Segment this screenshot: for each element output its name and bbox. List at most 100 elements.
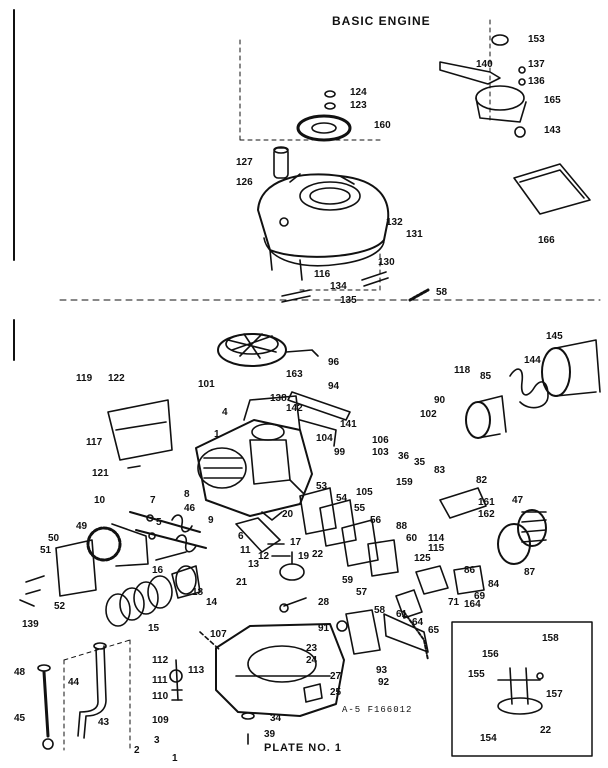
part-number-label: 9: [208, 515, 214, 526]
part-number-label: 47: [512, 495, 524, 506]
part-number-label: 48: [14, 667, 26, 678]
part-number-label: 141: [340, 419, 357, 430]
part-number-label: 3: [154, 735, 160, 746]
part-number-label: 65: [428, 625, 440, 636]
part-number-label: 154: [480, 733, 497, 744]
part-number-label: 125: [414, 553, 431, 564]
part-number-label: 106: [372, 435, 389, 446]
part-number-label: 60: [406, 533, 418, 544]
part-number-label: 124: [350, 87, 367, 98]
part-number-label: 155: [468, 669, 485, 680]
part-number-label: 135: [340, 295, 357, 306]
part-number-label: 43: [98, 717, 110, 728]
part-number-label: 39: [264, 729, 276, 740]
part-number-label: 104: [316, 433, 333, 444]
part-number-label: 4: [222, 407, 228, 418]
part-number-label: 93: [376, 665, 388, 676]
part-number-label: 115: [428, 543, 445, 554]
part-number-label: 110: [152, 691, 169, 702]
part-number-label: 22: [312, 549, 324, 560]
part-number-label: 8: [184, 489, 190, 500]
part-number-label: 36: [398, 451, 410, 462]
part-number-label: 88: [396, 521, 408, 532]
part-number-label: 87: [524, 567, 536, 578]
part-number-label: 52: [54, 601, 66, 612]
part-number-label: 118: [454, 365, 471, 376]
part-number-label: 57: [356, 587, 368, 598]
part-number-label: 22: [540, 725, 552, 736]
part-number-label: 64: [412, 617, 424, 628]
part-number-label: 130: [378, 257, 395, 268]
part-number-label: 20: [282, 509, 294, 520]
part-number-label: 162: [478, 509, 495, 520]
part-number-label: 86: [464, 565, 476, 576]
part-number-label: 50: [48, 533, 60, 544]
plate-label: PLATE NO. 1: [264, 742, 343, 754]
part-number-label: 51: [40, 545, 52, 556]
part-number-label: 156: [482, 649, 499, 660]
part-number-label: 83: [434, 465, 446, 476]
part-number-label: 143: [544, 125, 561, 136]
part-number-label: 12: [258, 551, 270, 562]
part-number-label: 25: [330, 687, 342, 698]
part-number-label: 90: [434, 395, 446, 406]
drawing-code: A-5 F166012: [342, 705, 413, 715]
part-number-label: 5: [156, 517, 162, 528]
part-number-label: 164: [464, 599, 481, 610]
part-number-label: 121: [92, 468, 109, 479]
part-number-label: 53: [316, 481, 328, 492]
part-number-label: 122: [108, 373, 125, 384]
part-number-label: 17: [290, 537, 302, 548]
part-number-label: 44: [68, 677, 80, 688]
part-number-label: 131: [406, 229, 423, 240]
part-number-label: 24: [306, 655, 318, 666]
part-number-label: 7: [150, 495, 156, 506]
part-number-label: 165: [544, 95, 561, 106]
part-number-label: 27: [330, 671, 342, 682]
part-number-label: 117: [86, 437, 103, 448]
part-number-label: 112: [152, 655, 169, 666]
part-number-label: 6: [238, 531, 244, 542]
part-number-label: 1: [214, 429, 220, 440]
part-number-label: 59: [342, 575, 354, 586]
part-number-label: 139: [22, 619, 39, 630]
part-number-label: 54: [336, 493, 348, 504]
part-number-label: 136: [528, 76, 545, 87]
part-number-label: 58: [374, 605, 386, 616]
part-number-label: 137: [528, 59, 545, 70]
part-number-label: 96: [328, 357, 340, 368]
part-number-label: 138: [270, 393, 287, 404]
part-number-label: 15: [148, 623, 160, 634]
part-number-label: 82: [476, 475, 488, 486]
part-number-label: 23: [306, 643, 318, 654]
part-number-label: 19: [298, 551, 310, 562]
part-number-label: 55: [354, 503, 366, 514]
part-number-label: 163: [286, 369, 303, 380]
part-number-label: 91: [318, 623, 330, 634]
part-number-label: 69: [474, 591, 486, 602]
part-number-label: 18: [192, 587, 204, 598]
part-number-label: 99: [334, 447, 346, 458]
part-number-label: 166: [538, 235, 555, 246]
part-number-label: 144: [524, 355, 541, 366]
part-number-label: 35: [414, 457, 426, 468]
part-number-label: 14: [206, 597, 218, 608]
part-number-label: 105: [356, 487, 373, 498]
part-number-label: 92: [378, 677, 390, 688]
part-number-label: 113: [188, 665, 205, 676]
part-number-label: 103: [372, 447, 389, 458]
part-number-label: 116: [314, 269, 331, 280]
part-number-label: 114: [428, 533, 445, 544]
part-number-label: 142: [286, 403, 303, 414]
part-number-label: 126: [236, 177, 253, 188]
diagram-title: BASIC ENGINE: [332, 14, 431, 28]
part-number-label: 34: [270, 713, 282, 724]
part-number-label: 145: [546, 331, 563, 342]
part-number-label: 11: [240, 545, 251, 556]
part-number-label: 2: [134, 745, 140, 756]
part-number-label: 102: [420, 409, 437, 420]
part-number-label: 134: [330, 281, 347, 292]
part-number-label: 71: [448, 597, 460, 608]
